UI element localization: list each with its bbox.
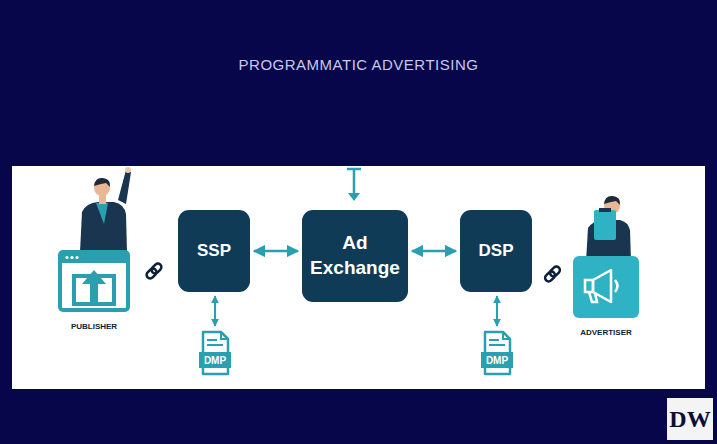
process-box: SSP xyxy=(178,210,250,292)
title: PROGRAMMATIC ADVERTISING xyxy=(0,56,717,73)
arrow-connector xyxy=(215,296,216,326)
document-label: DMP xyxy=(486,355,508,366)
document-label: DMP xyxy=(204,355,226,366)
connector-line xyxy=(254,250,298,253)
arrow-connector xyxy=(254,251,298,252)
connector-path xyxy=(134,271,174,272)
input-arrow xyxy=(347,169,361,201)
chain-link xyxy=(150,262,163,275)
box-label: Ad Exchange xyxy=(309,231,401,280)
data-document: DMP xyxy=(199,330,231,376)
publisher-person xyxy=(80,167,131,252)
connector-path xyxy=(536,274,569,275)
process-box: DSP xyxy=(460,210,532,292)
data-document: DMP xyxy=(481,330,513,376)
megaphone-icon xyxy=(573,256,639,318)
process-box: Ad Exchange xyxy=(302,210,408,302)
chain-link-connector xyxy=(134,262,174,280)
advertiser-person xyxy=(586,196,631,262)
publisher-icon: PUBLISHER xyxy=(58,250,130,312)
watermark: DW xyxy=(669,406,710,433)
chain-link xyxy=(549,265,562,278)
chain-link-connector xyxy=(536,265,569,283)
document-icon xyxy=(481,330,513,376)
connector-line xyxy=(412,250,456,253)
document-icon xyxy=(199,330,231,376)
node-label: ADVERTISER xyxy=(580,328,632,337)
arrow-connector xyxy=(497,296,498,326)
connector-line xyxy=(496,296,498,326)
arrow-connector xyxy=(412,251,456,252)
node-label: PUBLISHER xyxy=(71,322,117,331)
advertiser-icon: ADVERTISER xyxy=(573,256,639,318)
connector-line xyxy=(214,296,216,326)
box-label: SSP xyxy=(197,240,231,262)
browser-icon xyxy=(58,250,130,312)
watermark-box: DW xyxy=(667,398,713,440)
box-label: DSP xyxy=(479,240,514,262)
